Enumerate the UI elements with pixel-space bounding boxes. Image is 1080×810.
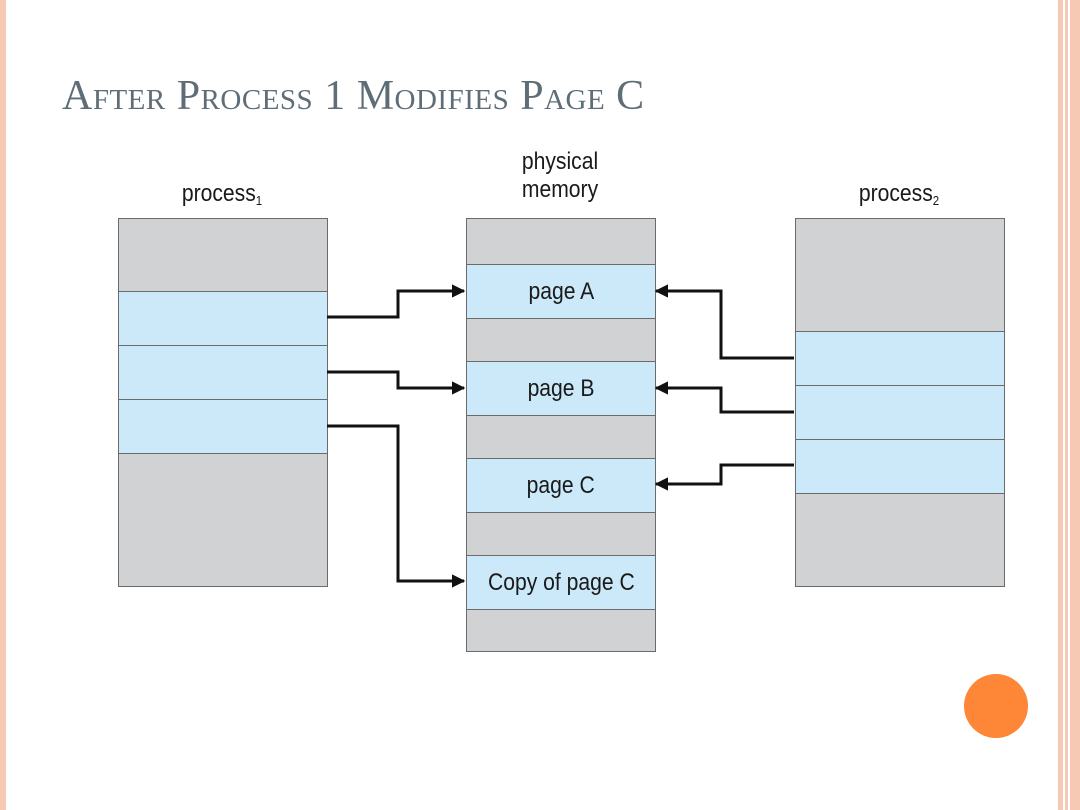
accent-circle (964, 674, 1028, 738)
physical-memory-label-line1: physical (521, 148, 599, 175)
physical-memory: page A page B page C Copy of page C (466, 218, 656, 652)
arrow-p1-to-page-a (327, 284, 466, 319)
right-stripe (1058, 0, 1063, 810)
process1-frame (119, 219, 327, 291)
process1-label: process1 (130, 180, 313, 215)
page-b-label: page B (527, 374, 595, 402)
page-c-frame: page C (467, 458, 655, 512)
process1-subscript: 1 (255, 193, 263, 208)
arrow-p2-to-page-c (654, 463, 794, 491)
process1-page-3 (119, 399, 327, 453)
page-c-label: page C (526, 471, 596, 499)
process1-frame (119, 453, 327, 586)
right-stripe (1065, 0, 1068, 810)
physical-frame (467, 219, 655, 264)
page-a-label: page A (528, 277, 594, 305)
arrow-p1-to-page-b (327, 370, 466, 395)
process2-page-3 (796, 439, 1004, 493)
left-border (0, 0, 6, 810)
copy-of-page-c-label: Copy of page C (487, 568, 635, 596)
physical-memory-label-line2: memory (521, 176, 599, 203)
process1-page-2 (119, 345, 327, 399)
page-a-frame: page A (467, 264, 655, 318)
process2-frame (796, 219, 1004, 331)
physical-frame (467, 609, 655, 651)
process2-label: process2 (807, 180, 990, 215)
arrow-p1-to-copy-of-page-c (327, 424, 466, 588)
physical-memory-label: physical memory (477, 148, 642, 204)
physical-frame (467, 512, 655, 555)
process1-label-text: process (181, 180, 256, 207)
physical-frame (467, 318, 655, 361)
page-b-frame: page B (467, 361, 655, 415)
physical-frame (467, 415, 655, 458)
arrow-p2-to-page-b (654, 381, 794, 414)
process2-label-text: process (858, 180, 933, 207)
process2-memory (795, 218, 1005, 587)
process2-page-2 (796, 385, 1004, 439)
process1-memory (118, 218, 328, 587)
process1-page-1 (119, 291, 327, 345)
process2-subscript: 2 (932, 193, 940, 208)
arrow-p2-to-page-a (654, 284, 794, 360)
process2-page-1 (796, 331, 1004, 385)
copy-of-page-c-frame: Copy of page C (467, 555, 655, 609)
process2-frame (796, 493, 1004, 586)
right-stripe (1070, 0, 1080, 810)
slide-title: After Process 1 Modifies Page C (62, 73, 645, 119)
